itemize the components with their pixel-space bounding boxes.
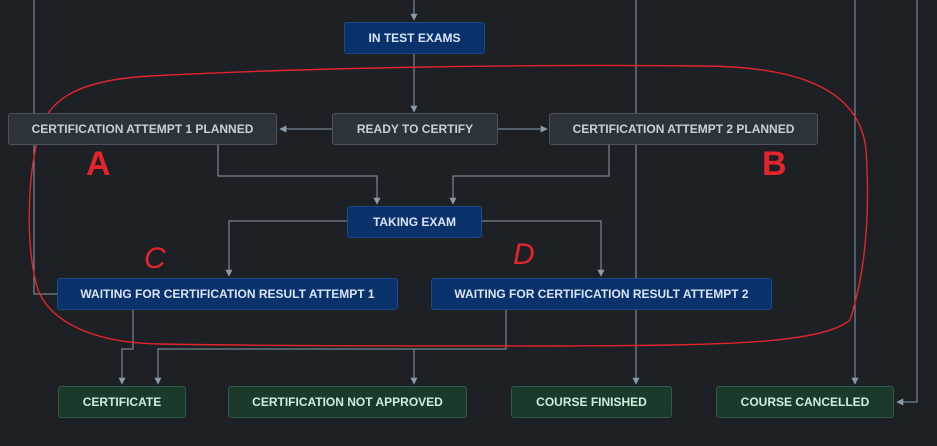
status-course-finished[interactable]: COURSE FINISHED [511, 386, 672, 418]
edge-attempt-1-to-taking-exam [217, 145, 381, 205]
edge-waiting-2-to-certificate [154, 310, 507, 385]
annotation-letter-a: A [86, 145, 111, 183]
annotation-letter-d: D [513, 238, 535, 271]
edge-left-global-to-waiting-1 [33, 0, 58, 295]
status-certificate[interactable]: CERTIFICATE [58, 386, 186, 418]
status-certification-attempt-1-planned[interactable]: CERTIFICATION ATTEMPT 1 PLANNED [8, 113, 277, 145]
status-certification-not-approved[interactable]: CERTIFICATION NOT APPROVED [228, 386, 467, 418]
status-certification-attempt-2-planned[interactable]: CERTIFICATION ATTEMPT 2 PLANNED [549, 113, 818, 145]
edge-taking-exam-to-waiting-2 [482, 220, 605, 277]
status-waiting-for-certification-result-attempt-2[interactable]: WAITING FOR CERTIFICATION RESULT ATTEMPT… [431, 278, 772, 310]
status-in-test-exams[interactable]: IN TEST EXAMS [344, 22, 485, 54]
status-course-cancelled[interactable]: COURSE CANCELLED [716, 386, 894, 418]
annotation-letter-b: B [762, 145, 787, 183]
status-ready-to-certify[interactable]: READY TO CERTIFY [332, 113, 498, 145]
edge-waiting-1-to-certificate [118, 310, 134, 385]
status-waiting-for-certification-result-attempt-1[interactable]: WAITING FOR CERTIFICATION RESULT ATTEMPT… [57, 278, 398, 310]
annotation-letter-c: C [144, 242, 166, 275]
edge-taking-exam-to-waiting-1 [225, 220, 348, 277]
edge-right-to-course-cancelled [896, 0, 918, 406]
edge-attempt-2-to-taking-exam [449, 145, 610, 205]
status-taking-exam[interactable]: TAKING EXAM [347, 206, 482, 238]
annotation-outline [28, 64, 869, 347]
